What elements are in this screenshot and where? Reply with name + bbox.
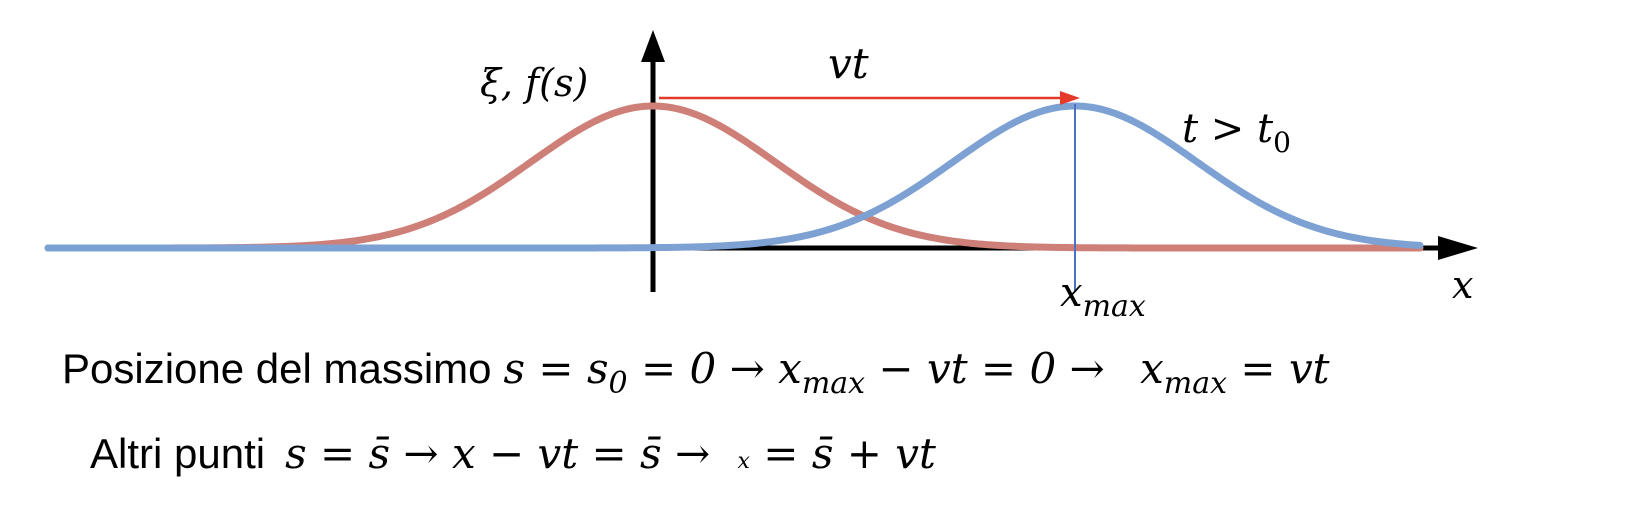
other-small-x: x — [738, 449, 751, 474]
maximum-eq1-b-sub: max — [802, 366, 865, 401]
maximum-eq1-a: s = s — [504, 344, 609, 393]
maximum-eq2-a-sub: max — [1164, 366, 1227, 401]
maximum-eq1-c: − vt = 0 → — [865, 344, 1118, 393]
maximum-position-label: Posizione del massimo — [62, 345, 492, 392]
other-eq2: = s̄ + vt — [750, 429, 936, 478]
maximum-eq1-b: = 0 → x — [628, 344, 803, 393]
shift-label: vt — [828, 39, 869, 88]
maximum-eq2-a: x — [1140, 344, 1164, 393]
x-axis-label: x — [1452, 263, 1473, 307]
other-eq1: s = s̄ → x − vt = s̄ → — [285, 429, 723, 478]
time-condition-sub: 0 — [1273, 126, 1291, 159]
y-axis-arrowhead — [641, 30, 665, 62]
shift-arrow-head — [1060, 91, 1080, 105]
x-max-sub: max — [1083, 289, 1146, 324]
other-points-label: Altri punti — [90, 430, 265, 477]
x-axis-arrowhead — [1438, 236, 1478, 260]
x-max-label: xmax — [1060, 270, 1146, 324]
shifted-pulse-curve — [44, 102, 1424, 252]
time-condition-main: t > t — [1182, 106, 1274, 152]
maximum-eq2-b: = vt — [1227, 344, 1330, 393]
x-max-main: x — [1060, 270, 1083, 316]
other-points-line: Altri punti s = s̄ → x − vt = s̄ → x = s̄… — [90, 429, 936, 478]
maximum-eq1-a-sub: 0 — [609, 366, 628, 401]
y-axis-label: ξ, f(s) — [480, 61, 588, 105]
time-condition: t > t0 — [1182, 106, 1291, 159]
